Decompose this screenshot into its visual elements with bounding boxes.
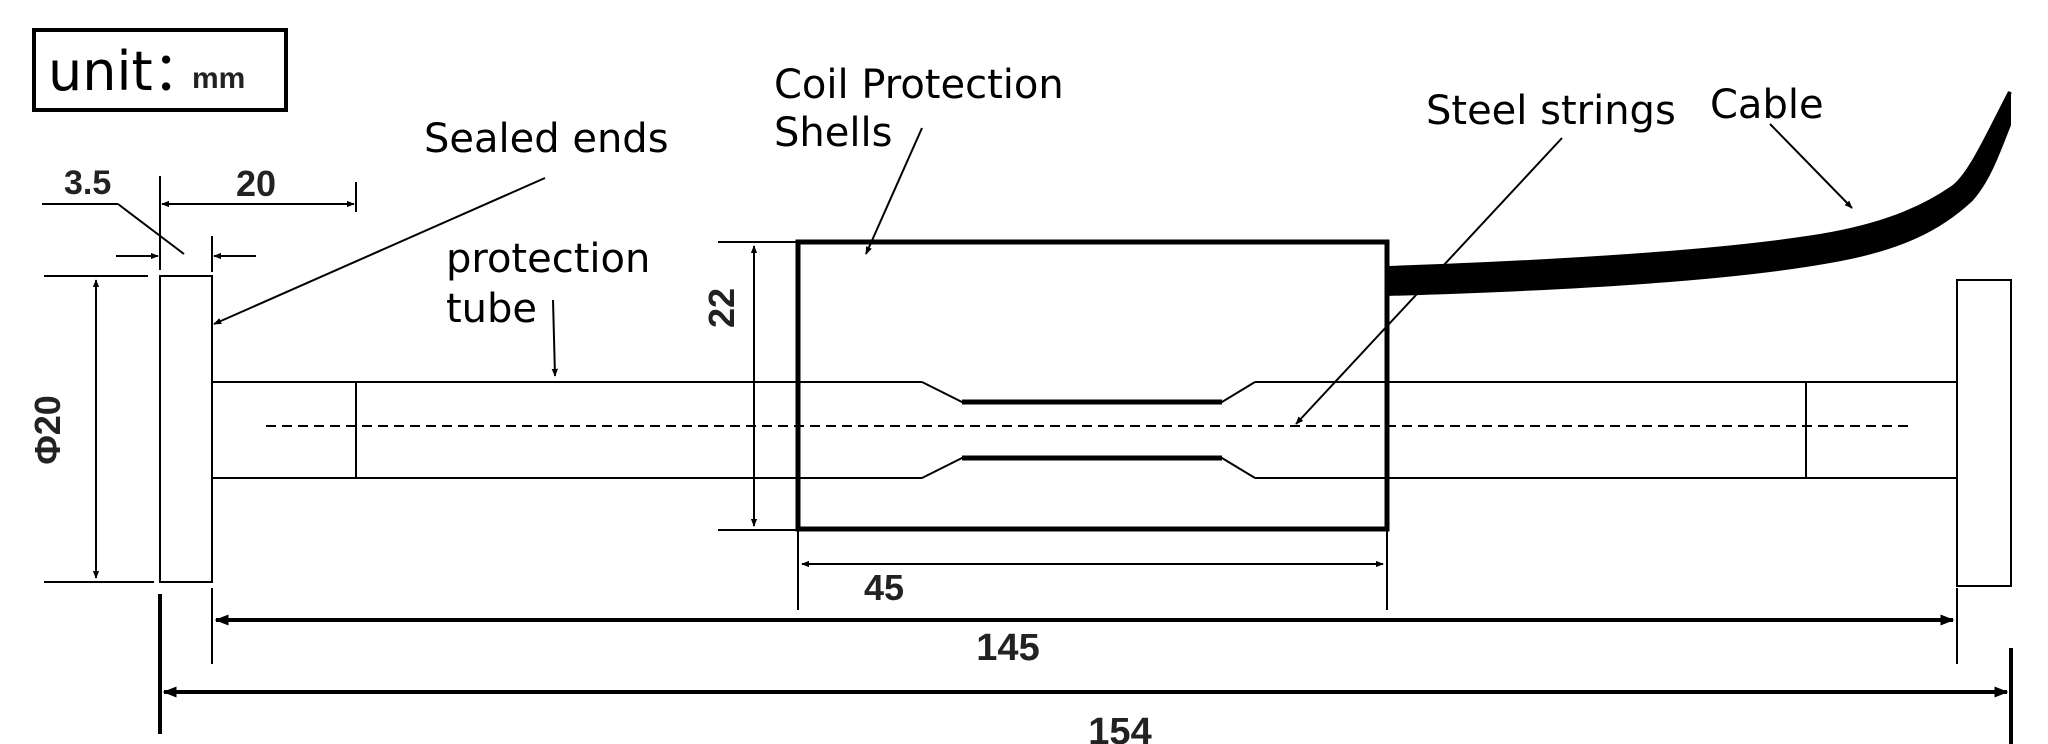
label-protection-tube-line1: protection	[446, 236, 650, 282]
dim-shell-length	[797, 530, 1388, 610]
label-coil-shells-line1: Coil Protection	[774, 62, 1064, 108]
right-end-cap	[1805, 381, 1957, 479]
left-end-cap	[212, 381, 357, 479]
dim-inner-length	[211, 588, 1958, 664]
dim-shell-length-label: 45	[864, 567, 904, 608]
label-sealed-ends: Sealed ends	[424, 116, 669, 162]
right-flange	[1956, 279, 2012, 587]
steel-core-neck	[962, 399, 1222, 461]
dim-diameter-label: Φ20	[27, 395, 68, 465]
protection-tube	[356, 381, 1806, 479]
left-flange	[159, 275, 213, 583]
dim-shell-height	[718, 241, 796, 531]
dim-inner-length-label: 145	[976, 627, 1039, 669]
label-coil-shells-line2: Shells	[774, 110, 892, 156]
steel-strings-leader	[1295, 137, 1563, 425]
cable	[1386, 91, 2011, 297]
coil-shell-leader	[865, 127, 923, 255]
dim-end-length: 20	[236, 163, 276, 204]
dim-shell-height-label: 22	[701, 288, 742, 328]
right-sealed-end	[1805, 279, 2012, 587]
protection-tube-leader	[551, 299, 559, 377]
label-steel-strings: Steel strings	[1426, 88, 1676, 134]
leaders	[213, 123, 1853, 425]
unit-box: unit： mm	[32, 28, 288, 112]
coil-protection-shell	[795, 239, 1390, 532]
label-cable: Cable	[1710, 82, 1824, 128]
unit-value: mm	[192, 62, 245, 95]
label-protection-tube-line2: tube	[446, 286, 537, 332]
dim-end-top	[42, 176, 357, 272]
dim-diameter	[44, 275, 154, 583]
unit-frame	[32, 28, 288, 112]
dim-end-thickness: 3.5	[64, 164, 111, 202]
unit-prefix: unit：	[48, 40, 207, 103]
cable-leader	[1769, 123, 1853, 209]
dim-total-length	[158, 594, 2013, 744]
dim-total-length-label: 154	[1088, 711, 1151, 744]
left-sealed-end	[159, 275, 357, 583]
sealed-ends-leader	[213, 177, 546, 325]
